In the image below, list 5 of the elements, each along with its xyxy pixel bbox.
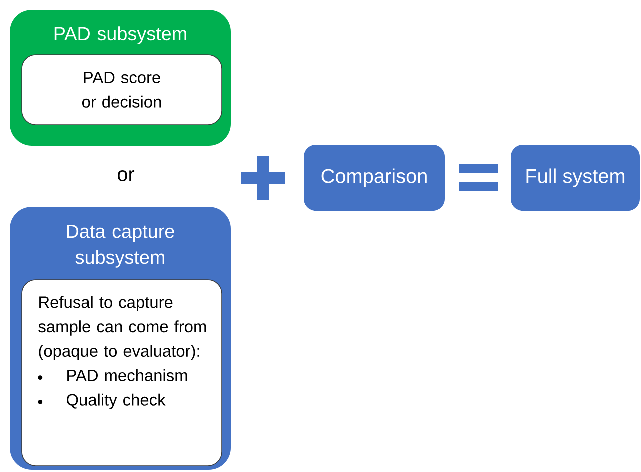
text-box: PAD score or decision: [22, 54, 222, 126]
text-box: Refusal to capture sample can come from (opaque to evaluator): PAD mechanism Quality check: [22, 280, 222, 466]
label: or: [118, 170, 135, 182]
process-box: Comparison: [304, 145, 445, 211]
process-box: Full system: [511, 145, 640, 211]
